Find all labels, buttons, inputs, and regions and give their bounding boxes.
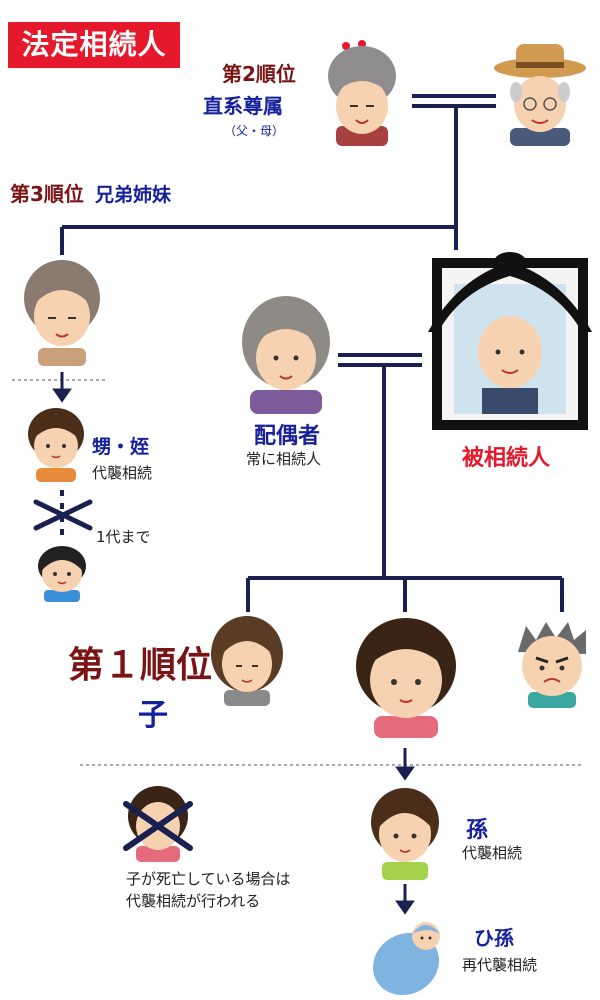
sibling-figure [24, 260, 100, 366]
rank2-label: 第2順位 [222, 62, 296, 86]
grandchild-figure [371, 788, 439, 880]
note-line-2: 代襲相続が行われる [126, 892, 261, 910]
great-grandchild-sub: 再代襲相続 [462, 956, 538, 974]
grandnephew-figure [38, 546, 86, 602]
generation-limit: 1代まで [96, 528, 151, 546]
deceased-portrait [428, 252, 592, 430]
rank1-category: 子 [138, 698, 168, 733]
deceased-label: 被相続人 [462, 446, 551, 471]
child1-figure [211, 616, 283, 706]
note-line-1: 子が死亡している場合は [126, 870, 291, 888]
deceased-child-figure [123, 786, 193, 862]
great-grandchild-figure [372, 922, 440, 996]
spouse-figure [242, 296, 330, 414]
rank2-category: 直系尊属 [203, 94, 283, 118]
great-grandchild-label: ひ孫 [474, 926, 514, 950]
spouse-sub: 常に相続人 [246, 450, 322, 468]
nephew-label: 甥・姪 [92, 436, 150, 458]
father-figure [494, 44, 586, 146]
nephew-sub: 代襲相続 [92, 464, 153, 482]
child3-figure [518, 622, 586, 708]
rank2-note: （父・母） [224, 124, 285, 138]
rank3-label: 第3順位 [10, 182, 84, 206]
spouse-label: 配偶者 [254, 424, 321, 449]
grandchild-label: 孫 [466, 818, 489, 843]
rank3-category: 兄弟姉妹 [95, 184, 172, 206]
page-title: 法定相続人 [8, 22, 180, 68]
grandchild-sub: 代襲相続 [462, 844, 523, 862]
nephew-figure [28, 408, 84, 482]
mother-figure [328, 40, 396, 146]
child2-figure [356, 618, 456, 738]
rank1-label: 第１順位 [68, 645, 213, 686]
